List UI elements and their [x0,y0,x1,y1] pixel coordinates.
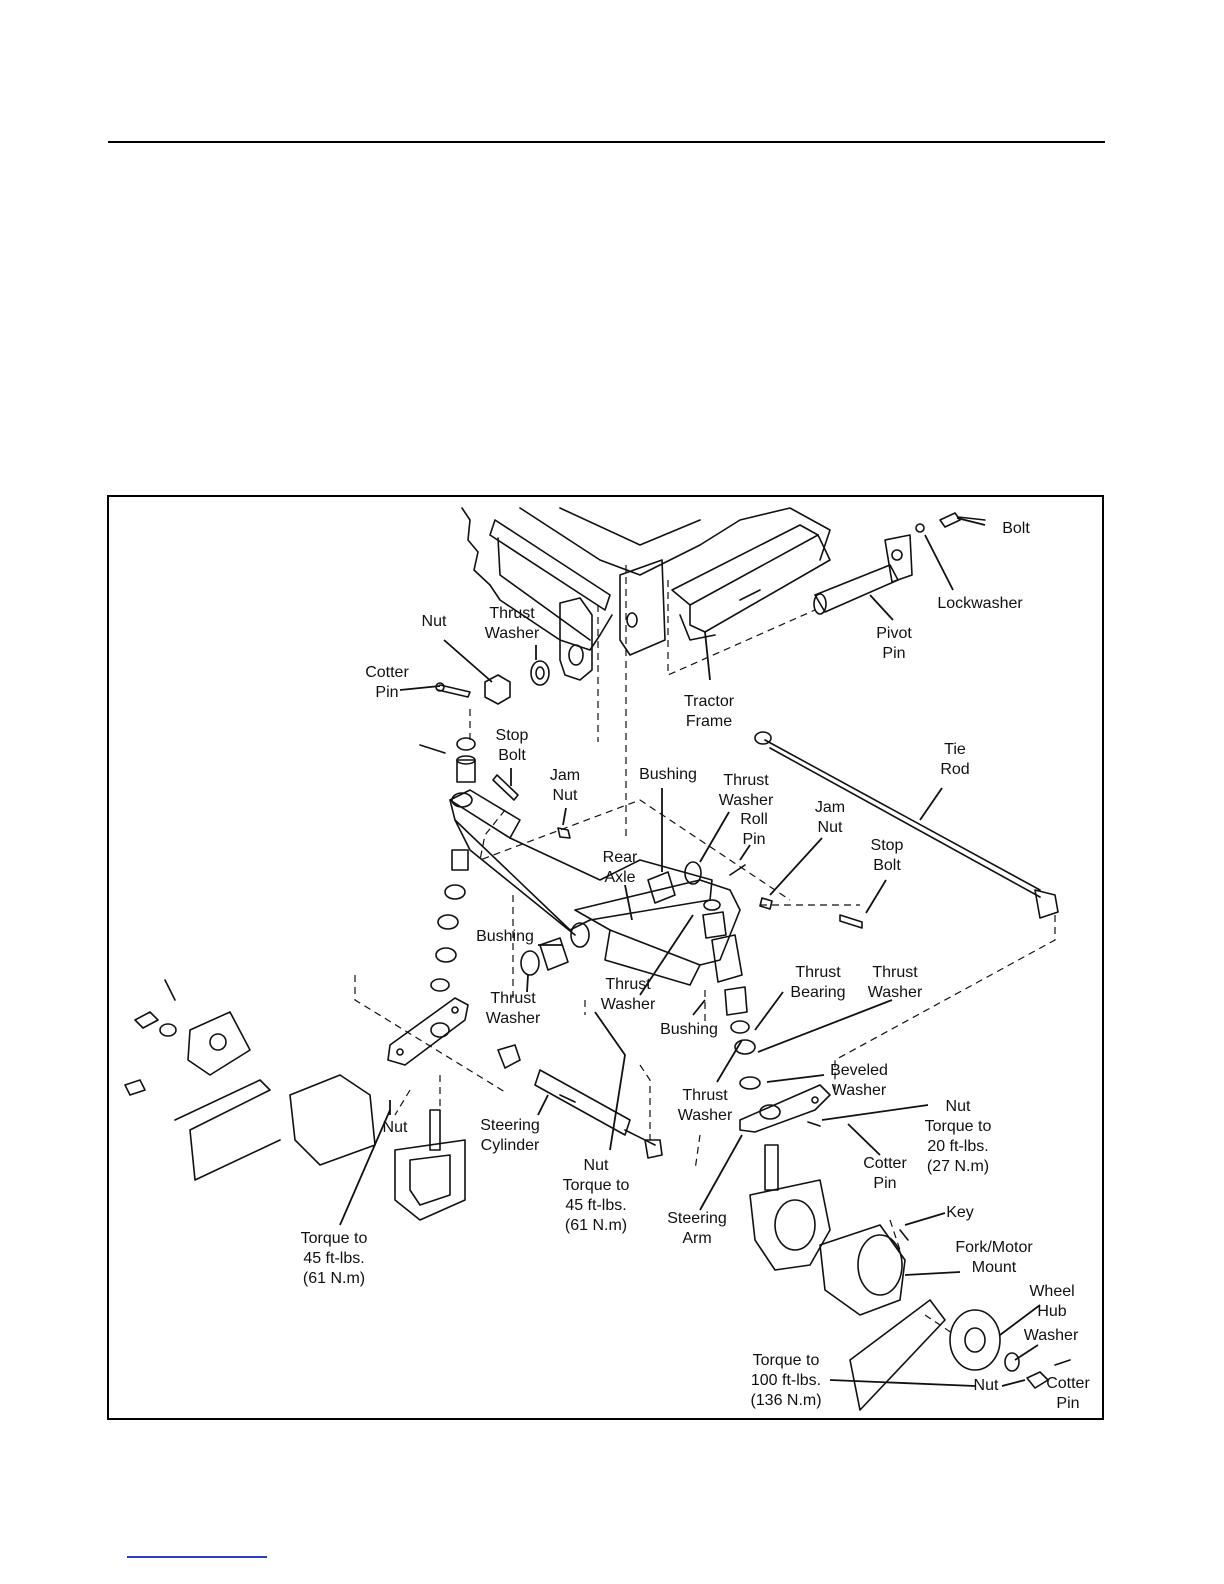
label-bushing-top: Bushing [639,766,697,783]
label-thrust-washer-center: Thrust Washer [600,976,656,1013]
label-thrust-washer-top: Thrust Washer [484,605,540,642]
label-thrust-bearing: Thrust Bearing [790,964,846,1001]
label-fork-motor-mount: Fork/Motor Mount [955,1239,1033,1276]
label-thrust-washer-right: Thrust Washer [867,964,923,1001]
footer-link-underline[interactable] [127,1556,267,1558]
label-roll-pin: Roll Pin [740,811,768,848]
label-steering-arm: Steering Arm [667,1210,727,1247]
frame-bracket-part [559,597,593,681]
castle-nut-part [435,660,550,705]
label-thrust-washer-mid: Thrust Washer [718,772,774,809]
left-fork-part [394,1109,466,1221]
label-torque-100: Torque to 100 ft-lbs. (136 N.m) [750,1352,822,1409]
label-thrust-washer-left: Thrust Washer [485,990,541,1027]
stop-bolt-parts [492,774,863,929]
bolt-part [915,512,986,533]
steering-cylinder-part [497,1044,663,1159]
right-fork-part [749,1144,909,1316]
left-motor-part [124,979,376,1181]
label-stop-bolt-right: Stop Bolt [870,837,904,874]
label-wheel-hub: Wheel Hub [1029,1283,1075,1320]
label-nut-top: Nut [421,613,447,630]
label-nut-torque-20: Nut Torque to 20 ft-lbs. (27 N.m) [924,1098,992,1175]
label-pivot-pin: Pivot Pin [876,625,912,662]
tie-rod-part [754,731,1059,919]
label-bushing-center: Bushing [660,1021,718,1038]
right-spindle-stack [702,899,761,1090]
label-beveled-washer: Beveled Washer [830,1062,888,1099]
rear-axle-part [449,789,741,986]
label-bushing-left: Bushing [476,928,534,945]
label-bolt: Bolt [1002,520,1030,537]
right-steering-arm-part [739,1084,831,1133]
right-wheel-hub-part [849,1299,1071,1411]
pivot-pin-part [813,534,913,615]
label-tie-rod: Tie Rod [940,741,970,778]
label-lockwasher: Lockwasher [937,595,1023,612]
label-tractor-frame: Tractor Frame [683,693,735,730]
header-rule [108,141,1105,143]
label-jam-nut-left: Jam Nut [549,767,581,804]
center-bushings [520,861,746,976]
left-steering-arm-part [387,997,469,1066]
figure-frame [107,495,1104,1420]
label-nut-bottom: Nut [973,1377,999,1394]
label-cotter-pin-top: Cotter Pin [365,664,409,701]
label-cotter-pin-bottom: Cotter Pin [1046,1375,1090,1412]
left-spindle-stack [419,737,476,992]
label-nut-left: Nut [382,1119,408,1136]
label-jam-nut-right: Jam Nut [814,799,846,836]
label-stop-bolt-left: Stop Bolt [495,727,529,764]
label-torque-45-left: Torque to 45 ft-lbs. (61 N.m) [300,1230,368,1287]
label-nut-torque-45: Nut Torque to 45 ft-lbs. (61 N.m) [562,1157,630,1234]
label-cotter-pin-mid: Cotter Pin [863,1155,907,1192]
label-key: Key [946,1204,974,1221]
label-steering-cylinder: Steering Cylinder [480,1117,540,1154]
label-rear-axle: Rear Axle [602,849,638,886]
label-washer: Washer [1023,1327,1079,1344]
label-thrust-washer-low: Thrust Washer [677,1087,733,1124]
